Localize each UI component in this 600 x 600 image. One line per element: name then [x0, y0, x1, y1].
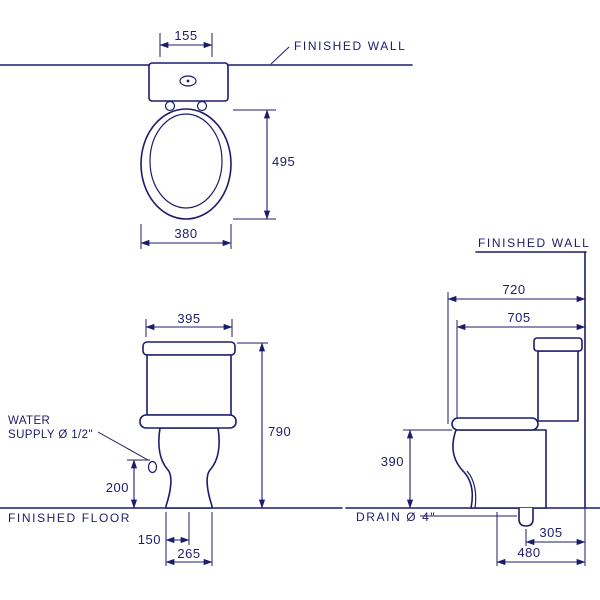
dim-outlet-height-value: 390 — [381, 454, 404, 469]
dim-outlet-to-wall: 305 — [525, 508, 586, 566]
bowl-contour-line — [466, 470, 477, 509]
finished-wall-label-top: FINISHED WALL — [294, 39, 406, 53]
wall-leader-line — [270, 46, 290, 65]
dim-supply-offset-value: 150 — [138, 532, 161, 547]
tank-lid-side — [533, 337, 583, 352]
dim-plan-depth-value: 495 — [272, 154, 295, 169]
dim-tank-width-value: 155 — [174, 28, 197, 43]
tank-body-front — [146, 354, 232, 416]
hinge-left — [164, 100, 176, 112]
finished-wall-label-side: FINISHED WALL — [478, 236, 590, 250]
dim-supply-height-value: 200 — [106, 480, 129, 495]
dim-overall-height-value: 790 — [268, 424, 291, 439]
water-supply-stub — [147, 460, 158, 474]
water-supply-label-line2: SUPPLY Ø 1/2" — [8, 429, 93, 441]
dim-seat-depth-value: 705 — [507, 310, 530, 325]
dim-base-width-value: 265 — [177, 546, 200, 561]
dim-seat-depth: 705 — [456, 310, 586, 424]
tank-body-side — [537, 350, 579, 422]
pedestal-front — [158, 427, 220, 509]
dim-supply-height: 200 — [106, 459, 150, 509]
dim-base-width: 265 — [165, 512, 213, 566]
seat-lid-outline — [140, 108, 232, 220]
dim-base-depth: 480 — [496, 512, 586, 566]
dim-plan-depth: 495 — [233, 109, 295, 220]
water-supply-label-line1: WATER — [8, 415, 50, 427]
side-view: FINISHED WALL 720 705 390 — [345, 236, 600, 566]
dim-base-depth-value: 480 — [517, 545, 540, 560]
dim-overall-depth: 720 — [447, 282, 586, 424]
hinge-right — [196, 100, 208, 112]
dim-supply-offset: 150 — [138, 512, 190, 566]
bowl-side — [452, 429, 547, 509]
drain-pipe — [518, 507, 534, 527]
top-view: FINISHED WALL 155 495 380 — [0, 28, 413, 249]
dim-outlet-to-wall-value: 305 — [539, 525, 562, 540]
dim-seat-width-value: 380 — [174, 226, 197, 241]
seat-inner-outline — [149, 113, 223, 209]
dim-seat-width: 380 — [140, 224, 232, 249]
drain-label: DRAIN Ø 4" — [356, 510, 436, 524]
seat-front — [139, 414, 237, 429]
dim-front-width: 395 — [145, 311, 233, 337]
dim-tank-width: 155 — [159, 28, 213, 57]
dim-overall-height: 790 — [237, 342, 291, 509]
water-supply-leader — [97, 431, 149, 461]
seat-side — [451, 417, 539, 431]
tank-lid-front — [142, 341, 236, 356]
dim-front-width-value: 395 — [177, 311, 200, 326]
front-view: FINISHED FLOOR 395 WATER SUPPLY Ø 1/2" 2… — [0, 311, 343, 566]
flush-button-dot — [186, 79, 190, 83]
finished-floor-label: FINISHED FLOOR — [8, 511, 131, 525]
dim-outlet-height: 390 — [381, 429, 452, 509]
dim-overall-depth-value: 720 — [502, 282, 525, 297]
